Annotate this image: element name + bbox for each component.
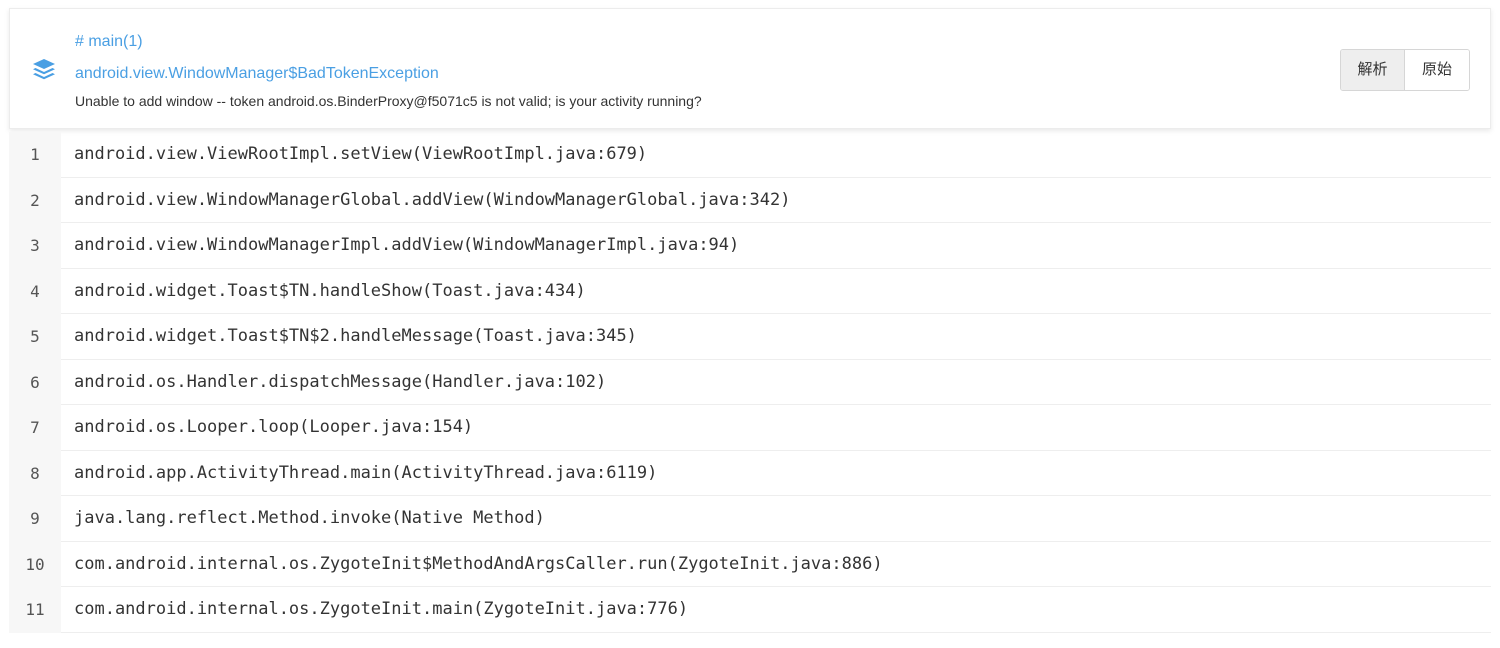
line-number: 9 — [9, 496, 61, 542]
frame-text: java.lang.reflect.Method.invoke(Native M… — [61, 496, 1491, 542]
frame-text: android.os.Looper.loop(Looper.java:154) — [61, 405, 1491, 451]
line-number: 5 — [9, 314, 61, 360]
stack-frame-row: 2 android.view.WindowManagerGlobal.addVi… — [9, 177, 1491, 223]
stack-frame-row: 4 android.widget.Toast$TN.handleShow(Toa… — [9, 268, 1491, 314]
stack-frame-row: 8 android.app.ActivityThread.main(Activi… — [9, 450, 1491, 496]
frame-text: android.os.Handler.dispatchMessage(Handl… — [61, 360, 1491, 405]
line-number: 11 — [9, 587, 61, 633]
view-toggle: 解析 原始 — [1340, 49, 1470, 91]
line-number: 6 — [9, 359, 61, 405]
parsed-button[interactable]: 解析 — [1341, 50, 1405, 90]
layers-icon — [33, 59, 55, 80]
frame-text: com.android.internal.os.ZygoteInit$Metho… — [61, 542, 1491, 587]
line-number: 3 — [9, 223, 61, 269]
line-number: 2 — [9, 177, 61, 223]
frame-text: android.view.WindowManagerGlobal.addView… — [61, 178, 1491, 223]
stack-frame-row: 1 android.view.ViewRootImpl.setView(View… — [9, 132, 1491, 178]
stack-frame-row: 3 android.view.WindowManagerImpl.addView… — [9, 223, 1491, 269]
frame-text: android.widget.Toast$TN.handleShow(Toast… — [61, 269, 1491, 314]
line-number: 7 — [9, 405, 61, 451]
thread-name: # main(1) — [75, 33, 143, 50]
stack-frame-row: 11 com.android.internal.os.ZygoteInit.ma… — [9, 587, 1491, 633]
stack-frame-row: 5 android.widget.Toast$TN$2.handleMessag… — [9, 314, 1491, 360]
exception-message: Unable to add window -- token android.os… — [75, 93, 702, 109]
stack-frame-row: 10 com.android.internal.os.ZygoteInit$Me… — [9, 541, 1491, 587]
frame-text: com.android.internal.os.ZygoteInit.main(… — [61, 587, 1491, 633]
raw-button[interactable]: 原始 — [1405, 50, 1469, 90]
line-number: 8 — [9, 450, 61, 496]
exception-name: android.view.WindowManager$BadTokenExcep… — [75, 65, 439, 82]
line-number: 10 — [9, 541, 61, 587]
exception-header: # main(1) android.view.WindowManager$Bad… — [9, 8, 1491, 129]
stack-frame-row: 7 android.os.Looper.loop(Looper.java:154… — [9, 405, 1491, 451]
stack-frame-row: 6 android.os.Handler.dispatchMessage(Han… — [9, 359, 1491, 405]
frame-text: android.widget.Toast$TN$2.handleMessage(… — [61, 314, 1491, 360]
frame-text: android.view.ViewRootImpl.setView(ViewRo… — [61, 132, 1491, 178]
stack-trace: 1 android.view.ViewRootImpl.setView(View… — [9, 132, 1491, 633]
frame-text: android.view.WindowManagerImpl.addView(W… — [61, 223, 1491, 269]
line-number: 4 — [9, 268, 61, 314]
line-number: 1 — [9, 132, 61, 178]
stack-frame-row: 9 java.lang.reflect.Method.invoke(Native… — [9, 496, 1491, 542]
frame-text: android.app.ActivityThread.main(Activity… — [61, 451, 1491, 496]
